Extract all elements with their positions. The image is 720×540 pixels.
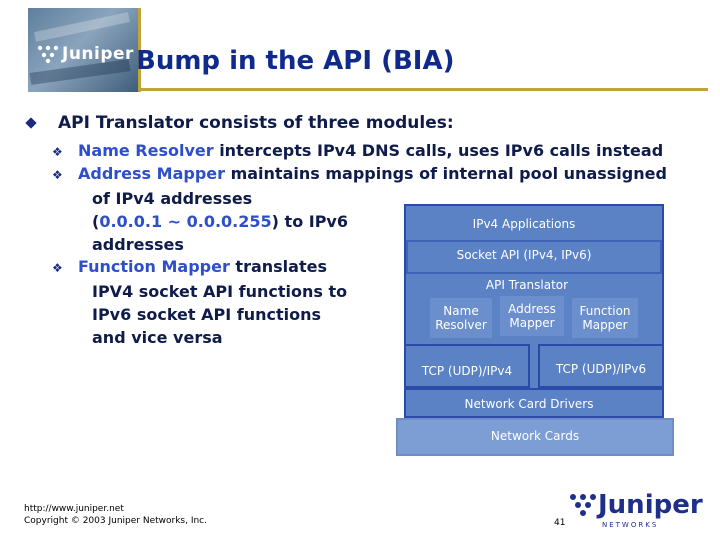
name-resolver-label: Name Resolver [430, 304, 492, 332]
tcp-ipv6-box [538, 344, 664, 388]
function-mapper-label: Function Mapper [572, 304, 638, 332]
socket-api-band [406, 240, 662, 274]
sub-bullet-term: Address Mapper [78, 164, 226, 183]
main-bullet-text: API Translator consists of three modules… [58, 113, 454, 133]
address-mapper-line: Address [508, 302, 556, 316]
network-card-drivers-box [404, 388, 664, 418]
address-range: 0.0.0.1 ~ 0.0.0.255 [99, 212, 272, 231]
network-cards-label: Network Cards [490, 429, 580, 443]
address-mapper-label: Address Mapper [500, 302, 564, 330]
sub-bullet-text: intercepts IPv4 DNS calls, uses IPv6 cal… [213, 141, 664, 160]
address-mapper-box [500, 296, 564, 336]
sub-bullet-line: and vice versa [92, 328, 223, 347]
page-number: 41 [554, 518, 566, 528]
ipv4-applications-label: IPv4 Applications [472, 217, 576, 231]
juniper-mark-icon [37, 45, 59, 64]
tcp-ipv4-box [404, 344, 530, 388]
tcp-ipv6-label: TCP (UDP)/IPv6 [555, 362, 647, 376]
name-resolver-line: Name [443, 304, 479, 318]
sub-bullet-function-mapper: ❖ Function Mapper translates IPV4 socket … [52, 255, 347, 349]
function-mapper-line: Function [579, 304, 631, 318]
function-mapper-box [572, 298, 638, 338]
sub-bullet-text: translates [229, 257, 327, 276]
sub-bullet-name-resolver: ❖ Name Resolver intercepts IPv4 DNS calls… [52, 139, 663, 164]
network-cards-box [396, 418, 674, 456]
range-rest: ) to IPv6 [271, 212, 348, 231]
address-mapper-line: Mapper [509, 316, 555, 330]
logo-word: Juniper [598, 490, 703, 520]
logo-stripe [34, 12, 130, 42]
sub-bullet-text: maintains mappings of internal pool unas… [225, 164, 667, 183]
logo-text: Juniper [62, 44, 134, 64]
api-translator-label: API Translator [485, 278, 569, 292]
logo-sub: NETWORKS [602, 521, 659, 529]
network-card-drivers-label: Network Card Drivers [464, 397, 594, 411]
footer-url[interactable]: http://www.juniper.net [24, 504, 124, 514]
function-mapper-line: Mapper [582, 318, 628, 332]
sub-bullet-line: (0.0.0.1 ~ 0.0.0.255) to IPv6 [52, 210, 667, 233]
sub-bullet-address-mapper: ❖ Address Mapper maintains mappings of in… [52, 162, 667, 256]
sub-bullet-term: Name Resolver [78, 141, 214, 160]
bullet-arrow-icon: ❖ [52, 261, 63, 275]
juniper-mark-icon [570, 494, 596, 516]
title-rule [138, 88, 708, 91]
main-bullet: API Translator consists of three modules… [25, 113, 454, 133]
name-resolver-box [430, 298, 492, 338]
bullet-arrow-icon: ❖ [52, 168, 63, 182]
range-open: ( [92, 212, 100, 231]
bullet-square-icon [25, 117, 37, 129]
socket-api-label: Socket API (IPv4, IPv6) [456, 248, 592, 262]
tcp-ipv4-label: TCP (UDP)/IPv4 [421, 364, 513, 378]
sub-bullet-line: of IPv4 addresses [92, 189, 253, 208]
sub-bullet-line: addresses [92, 235, 184, 254]
sub-bullet-line: IPV4 socket API functions to [92, 282, 348, 301]
title-rule-vertical [138, 8, 141, 92]
sub-bullet-line: IPv6 socket API functions [92, 305, 321, 324]
header-logo-image: Juniper [28, 8, 138, 92]
footer-copyright: Copyright © 2003 Juniper Networks, Inc. [24, 516, 207, 526]
bullet-arrow-icon: ❖ [52, 145, 63, 159]
slide-title: Bump in the API (BIA) [136, 46, 455, 76]
sub-bullet-term: Function Mapper [78, 257, 230, 276]
name-resolver-line: Resolver [435, 318, 487, 332]
